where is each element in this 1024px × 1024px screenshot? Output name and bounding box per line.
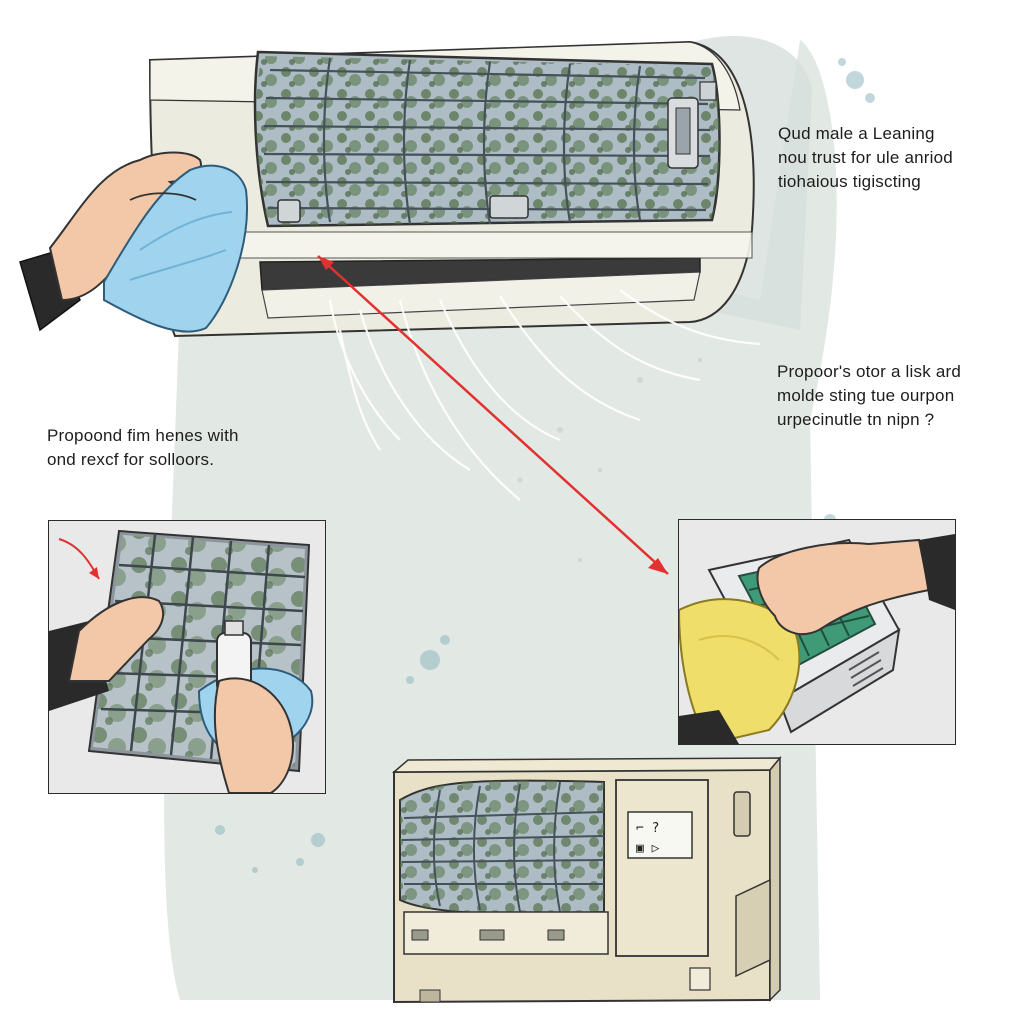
caption-top-line-3: tiohaious tigiscting <box>778 172 921 191</box>
outdoor-unit-filter <box>399 779 605 915</box>
inset-yellow-cloth-illustration <box>679 534 955 744</box>
hand-wiping-blue-cloth <box>19 151 248 333</box>
outdoor-ac-unit: ⌐ ? ▣ ▷ <box>391 755 782 1004</box>
outdoor-unit-display <box>627 811 693 859</box>
wall-unit-filter <box>253 50 721 228</box>
inset-panel-yellow-cloth <box>678 519 956 745</box>
caption-left-line-2: ond rexcf for solloors. <box>47 450 215 469</box>
caption-right-line-2: molde sting tue ourpon <box>777 386 955 405</box>
caption-left-line-1: Propoond fim henes with <box>47 426 239 445</box>
caption-top-line-1: Qud male a Leaning <box>778 124 935 143</box>
inset-panel-filter-spray <box>48 520 326 794</box>
inset-filter-spray-illustration <box>49 529 314 793</box>
caption-top-line-2: nou trust for ule anriod <box>778 148 953 167</box>
caption-left: Propoond fim henes with ond rexcf for so… <box>47 424 239 472</box>
caption-middle-right: Propoor's otor a lisk ard molde sting tu… <box>777 360 961 432</box>
pointer-arrow <box>317 255 669 575</box>
display-line-2: ▣ ▷ <box>636 841 660 856</box>
wall-ac-unit <box>148 40 761 501</box>
caption-top-right: Qud male a Leaning nou trust for ule anr… <box>778 122 953 194</box>
caption-right-line-1: Propoor's otor a lisk ard <box>777 362 961 381</box>
caption-right-line-3: urpecinutle tn nipn ? <box>777 410 935 429</box>
display-line-1: ⌐ ? <box>636 821 659 836</box>
